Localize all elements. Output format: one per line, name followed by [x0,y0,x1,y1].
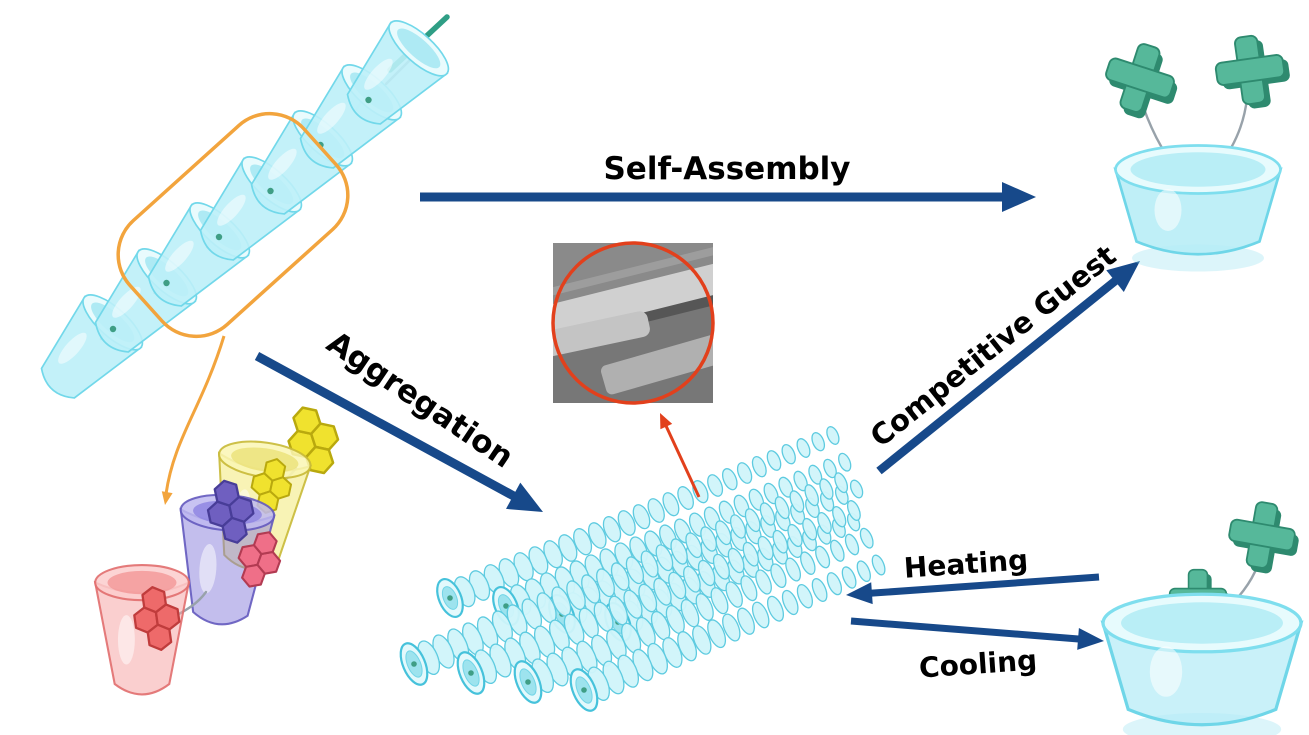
host-guest-complex-top [1105,34,1290,272]
sem-micrograph-inset [551,241,715,498]
heating-cooling-arrows [846,573,1104,650]
self-assembly-label: Self-Assembly [603,151,851,187]
dye-guest-cups-illustration [93,406,340,696]
daisy-chain-illustration [40,14,450,399]
self-assembly-arrow [420,182,1036,212]
competitive-guest-arrow [876,261,1140,475]
nanotube-bundle-illustration [399,426,886,712]
aggregation-arrow [254,352,543,512]
repeat-unit-highlight [116,111,350,505]
host-guest-complex-bottom [1100,501,1304,735]
